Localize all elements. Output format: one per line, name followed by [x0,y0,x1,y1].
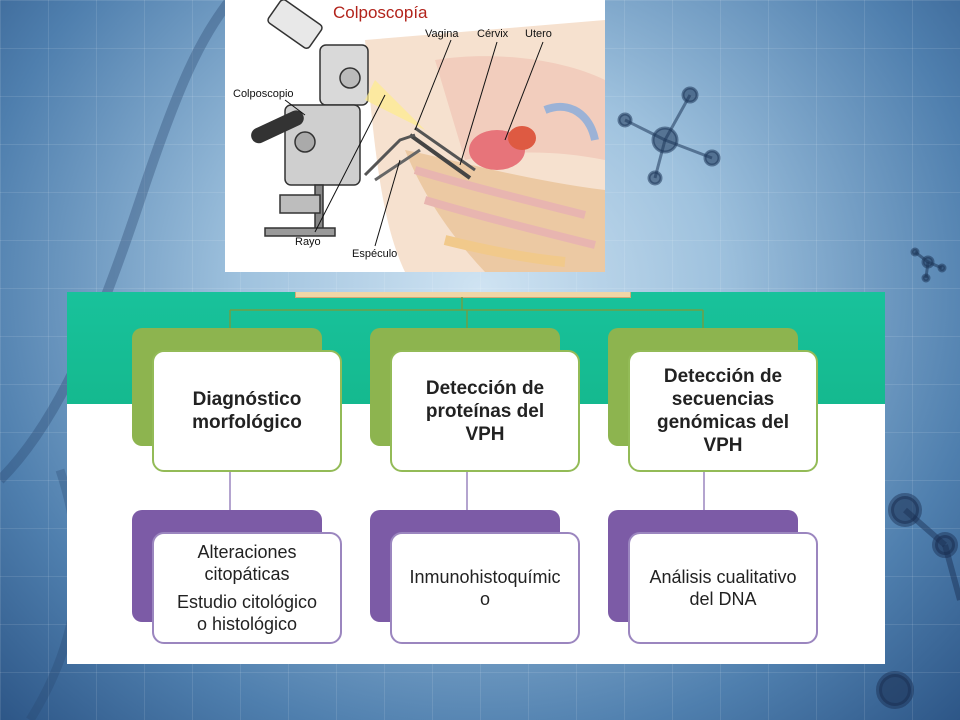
diagnosis-methods-diagram: Diagnóstico morfológico Alteraciones cit… [67,292,885,664]
connector-lines [229,297,705,510]
label-uterus: Utero [525,28,552,40]
method-card-genomic: Detección de secuencias genómicas del VP… [628,350,818,472]
illustration-title: Colposcopía [333,3,428,22]
method-card-proteins: Detección de proteínas del VPH [390,350,580,472]
label-speculum: Espéculo [352,248,398,260]
detail-card-morphological: Alteraciones citopáticas Estudio citológ… [152,532,342,644]
detail-card-proteins: Inmunohistoquímic o [390,532,580,644]
colposcopy-illustration: Colposcopía Colposcopio Vagina Cérvix Ut… [225,0,605,272]
label-colposcope: Colposcopio [233,88,294,100]
label-vagina: Vagina [425,28,459,40]
colposcopy-anatomy-drawing [251,0,605,272]
method-3-title: Detección de secuencias genómicas del VP… [657,366,789,456]
method-card-morphological: Diagnóstico morfológico [152,350,342,472]
detail-card-genomic: Análisis cualitativo del DNA [628,532,818,644]
method-1-title: Diagnóstico morfológico [192,389,302,433]
method-2-title: Detección de proteínas del VPH [425,377,545,445]
label-ray: Rayo [295,236,321,248]
detail-2-text: Inmunohistoquímic o [409,567,561,609]
label-cervix: Cérvix [477,28,509,40]
detail-3-text: Análisis cualitativo del DNA [649,567,797,609]
detail-1-text: Alteraciones citopáticas Estudio citológ… [176,542,318,634]
root-node-stub [295,292,631,298]
